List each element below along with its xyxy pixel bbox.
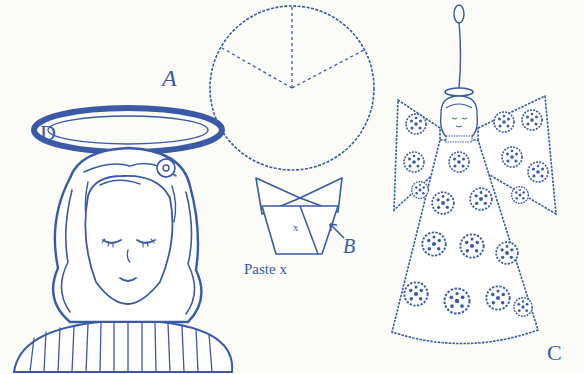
- part-letter: B: [343, 236, 355, 256]
- instruction-note: Paste x: [244, 262, 287, 277]
- folded-piece: [256, 178, 344, 254]
- finished-angel: [392, 5, 556, 344]
- pattern-circle: [210, 6, 374, 170]
- part-letter: C: [547, 342, 562, 364]
- paste-mark: x: [293, 222, 299, 233]
- part-letter: D: [40, 122, 56, 144]
- part-letter: A: [162, 66, 177, 90]
- angel-head: [14, 108, 232, 372]
